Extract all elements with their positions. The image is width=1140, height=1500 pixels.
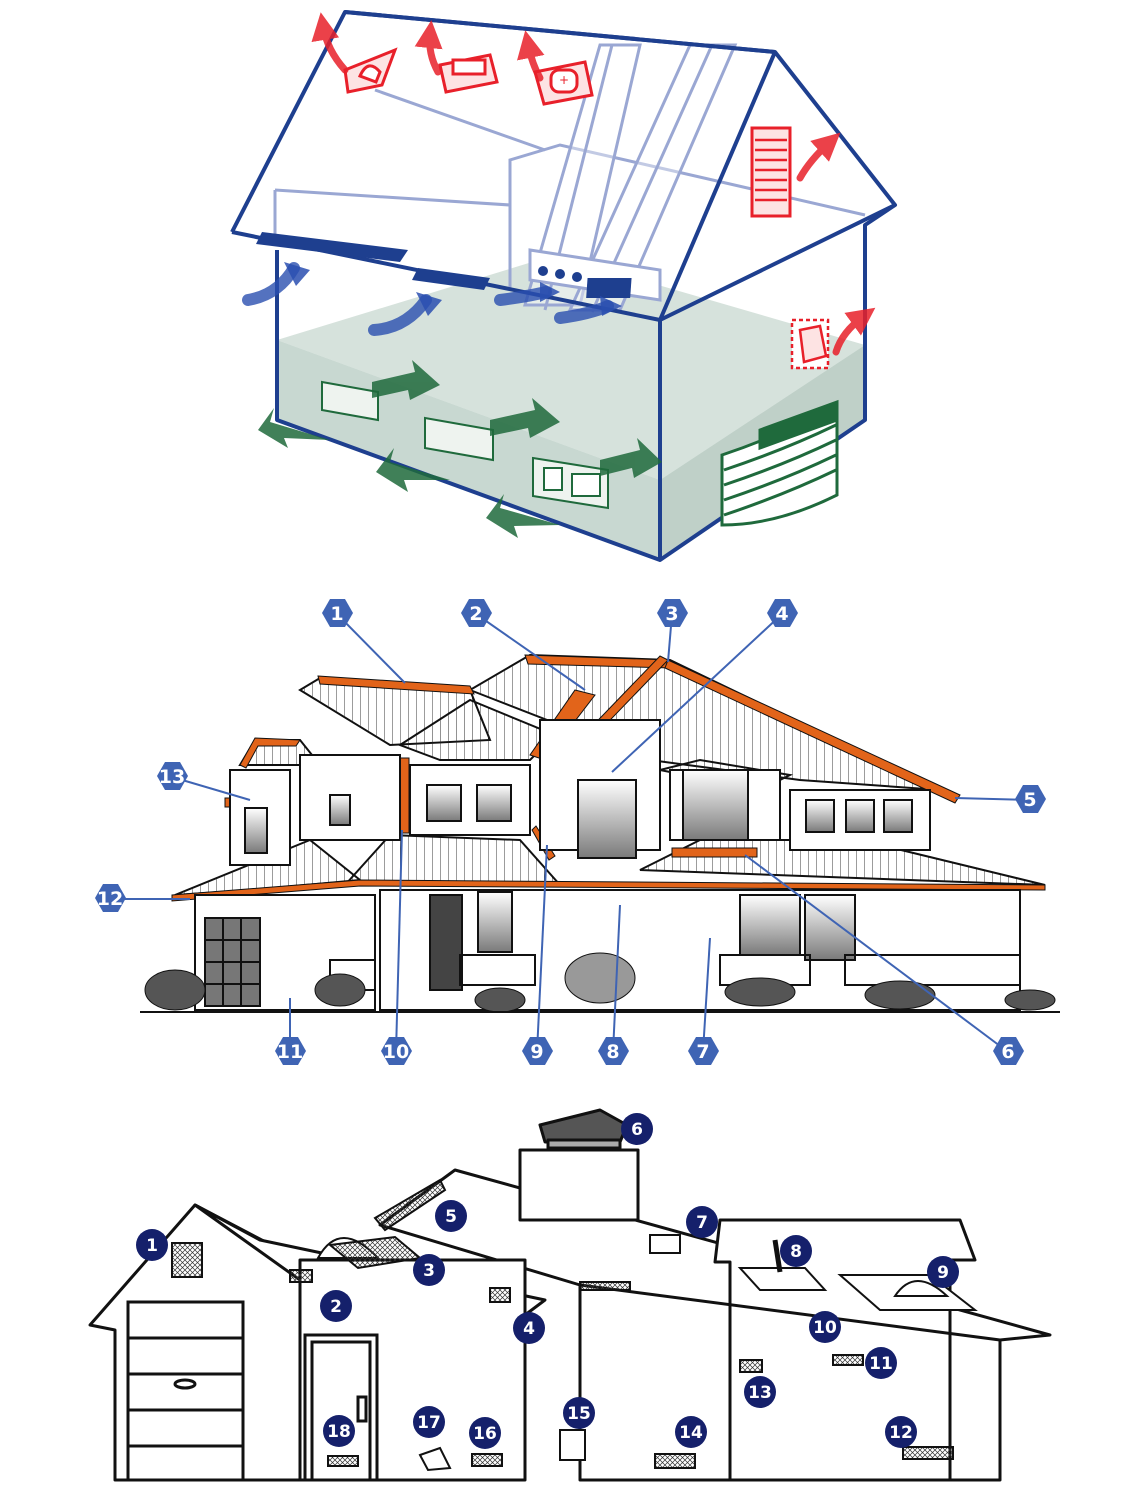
callout-6[interactable]: 6: [993, 1037, 1024, 1065]
vent-1[interactable]: 1: [136, 1229, 168, 1261]
vent-5[interactable]: 5: [435, 1200, 467, 1232]
svg-text:9: 9: [937, 1263, 949, 1283]
intake-arrow-heads: [284, 262, 622, 316]
svg-text:6: 6: [631, 1120, 643, 1140]
callout-1[interactable]: 1: [322, 599, 353, 627]
svg-text:14: 14: [679, 1423, 703, 1443]
gable-louver-icon: [750, 126, 792, 218]
svg-text:13: 13: [748, 1383, 772, 1403]
dot-callouts: 1 2 3 4 5 6 7 8 9 10 11 12 13 14 15 16 1…: [136, 1113, 959, 1449]
roof-vent-icon: +: [343, 47, 594, 106]
soffit-vents: [256, 232, 632, 298]
callout-12[interactable]: 12: [95, 884, 126, 912]
vent-2[interactable]: 2: [320, 1290, 352, 1322]
svg-text:1: 1: [330, 603, 343, 625]
svg-text:15: 15: [567, 1404, 591, 1424]
svg-text:1: 1: [146, 1236, 158, 1256]
vent-4[interactable]: 4: [513, 1312, 545, 1344]
vent-16[interactable]: 16: [469, 1417, 501, 1449]
vent-17[interactable]: 17: [413, 1406, 445, 1438]
airflow-house-diagram: +: [230, 10, 897, 562]
callout-11[interactable]: 11: [275, 1037, 306, 1065]
svg-text:11: 11: [277, 1041, 303, 1063]
callout-13[interactable]: 13: [157, 762, 188, 790]
garage-door-bottom: [126, 1300, 245, 1482]
svg-text:11: 11: [869, 1354, 893, 1374]
vent-locations-diagram: 1 2 3 4 5 6 7 8 9 10 11 12 13 14 15 16 1…: [88, 1108, 1052, 1482]
svg-text:6: 6: [1001, 1041, 1014, 1063]
callout-9[interactable]: 9: [522, 1037, 553, 1065]
exhaust-arrow-icon: [311, 12, 876, 356]
svg-text:5: 5: [445, 1207, 457, 1227]
vent-3[interactable]: 3: [413, 1254, 445, 1286]
svg-text:+: +: [559, 73, 569, 87]
svg-text:12: 12: [889, 1423, 913, 1443]
wall-vent-icon: [790, 318, 830, 370]
vent-18[interactable]: 18: [323, 1415, 355, 1447]
foundation-vent-icon: [321, 380, 609, 510]
vent-10[interactable]: 10: [809, 1311, 841, 1343]
svg-text:12: 12: [97, 888, 123, 910]
svg-text:3: 3: [665, 603, 678, 625]
callout-leader-lines: [110, 613, 1031, 1053]
vent-15[interactable]: 15: [563, 1397, 595, 1429]
vent-6[interactable]: 6: [621, 1113, 653, 1145]
callout-3[interactable]: 3: [657, 599, 688, 627]
svg-text:13: 13: [159, 766, 185, 788]
callout-10[interactable]: 10: [381, 1037, 412, 1065]
vent-shapes: [171, 1178, 978, 1472]
svg-text:18: 18: [327, 1422, 351, 1442]
svg-text:8: 8: [606, 1041, 619, 1063]
svg-text:4: 4: [523, 1319, 535, 1339]
vent-11[interactable]: 11: [865, 1347, 897, 1379]
svg-text:3: 3: [423, 1261, 435, 1281]
svg-text:9: 9: [530, 1041, 543, 1063]
shrubs: [144, 952, 1056, 1013]
svg-text:7: 7: [696, 1041, 709, 1063]
svg-text:10: 10: [813, 1318, 837, 1338]
vent-13[interactable]: 13: [744, 1376, 776, 1408]
callout-7[interactable]: 7: [688, 1037, 719, 1065]
vent-14[interactable]: 14: [675, 1416, 707, 1448]
svg-text:10: 10: [383, 1041, 409, 1063]
vent-7[interactable]: 7: [686, 1206, 718, 1238]
hex-callouts: 1 2 3 4 5 6 7 8 9 10 11 12 13: [95, 599, 1046, 1065]
callout-8[interactable]: 8: [598, 1037, 629, 1065]
house-windows: [244, 769, 913, 991]
svg-text:7: 7: [696, 1213, 708, 1233]
svg-text:2: 2: [469, 603, 482, 625]
callout-5[interactable]: 5: [1015, 785, 1046, 813]
vent-12[interactable]: 12: [885, 1416, 917, 1448]
vent-8[interactable]: 8: [780, 1235, 812, 1267]
svg-text:5: 5: [1023, 789, 1036, 811]
callout-4[interactable]: 4: [767, 599, 798, 627]
svg-text:16: 16: [473, 1424, 497, 1444]
window-well-icon: [720, 399, 839, 527]
svg-text:2: 2: [330, 1297, 342, 1317]
svg-text:8: 8: [790, 1242, 802, 1262]
roof-trim-house-diagram: 1 2 3 4 5 6 7 8 9 10 11 12 13: [95, 599, 1060, 1065]
crawlspace-airflow-arrows: [258, 360, 662, 538]
svg-text:17: 17: [417, 1413, 441, 1433]
callout-2[interactable]: 2: [461, 599, 492, 627]
garage-door: [204, 917, 261, 1007]
vent-9[interactable]: 9: [927, 1256, 959, 1288]
svg-text:4: 4: [775, 603, 788, 625]
